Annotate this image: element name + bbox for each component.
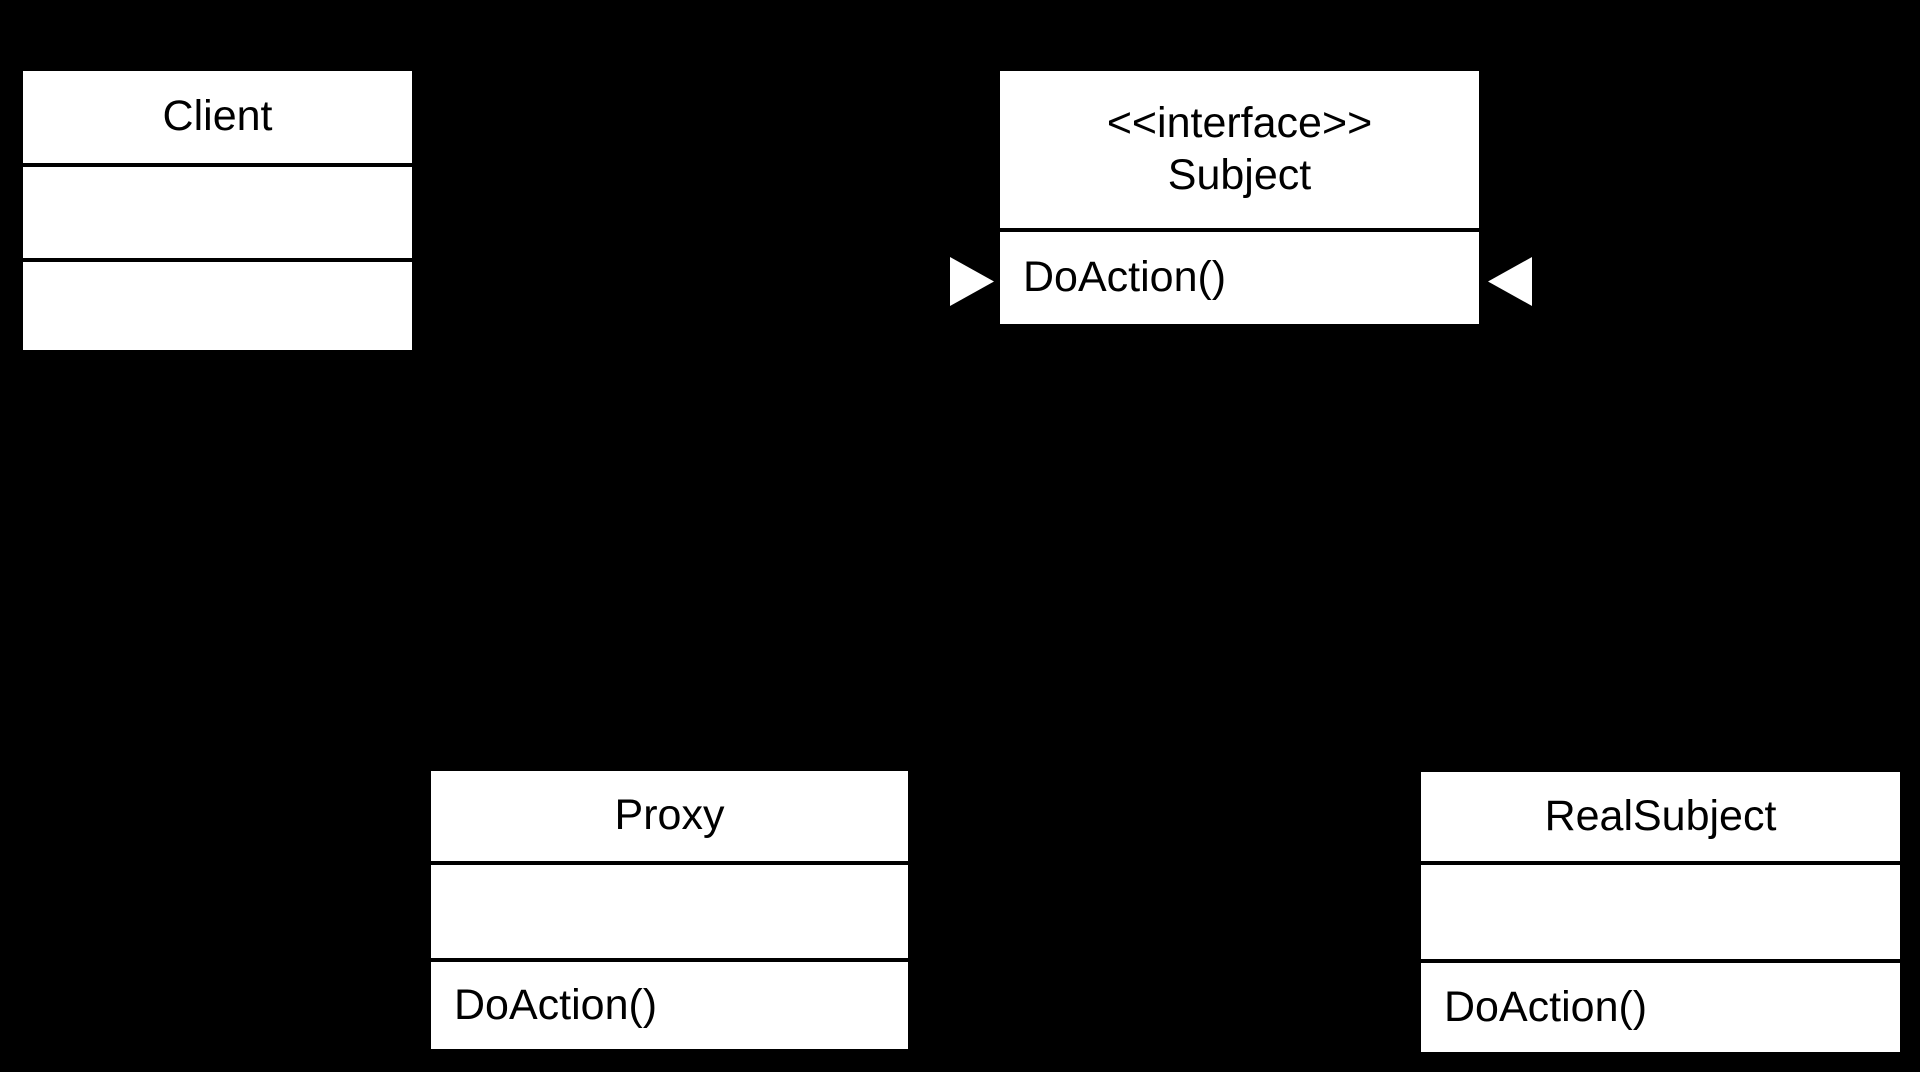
triangle-left-arrowhead-icon bbox=[1488, 257, 1532, 306]
class-name-subject: Subject bbox=[1167, 150, 1312, 199]
client-methods-compartment bbox=[23, 258, 412, 350]
proxy-methods-compartment: DoAction() bbox=[431, 958, 908, 1049]
triangle-left-shape bbox=[1488, 257, 1532, 306]
class-name-proxy: Proxy bbox=[614, 791, 725, 840]
class-box-realsubject: RealSubject DoAction() bbox=[1421, 772, 1900, 1052]
realsubject-method-doaction: DoAction() bbox=[1444, 982, 1648, 1031]
class-name-client: Client bbox=[162, 92, 273, 141]
realsubject-title-compartment: RealSubject bbox=[1421, 772, 1900, 861]
client-attributes-compartment bbox=[23, 163, 412, 258]
class-box-proxy: Proxy DoAction() bbox=[431, 771, 908, 1049]
triangle-right-shape bbox=[950, 257, 994, 306]
class-box-subject: <<interface>> Subject DoAction() bbox=[1000, 71, 1479, 324]
realsubject-attributes-compartment bbox=[1421, 861, 1900, 959]
subject-methods-compartment: DoAction() bbox=[1000, 228, 1479, 324]
realsubject-methods-compartment: DoAction() bbox=[1421, 959, 1900, 1052]
proxy-method-doaction: DoAction() bbox=[454, 980, 658, 1029]
class-box-client: Client bbox=[23, 71, 412, 350]
subject-method-doaction: DoAction() bbox=[1023, 253, 1227, 302]
proxy-attributes-compartment bbox=[431, 861, 908, 958]
class-name-realsubject: RealSubject bbox=[1544, 791, 1777, 840]
stereotype-interface: <<interface>> bbox=[1106, 98, 1373, 147]
subject-title-compartment: <<interface>> Subject bbox=[1000, 71, 1479, 228]
client-title-compartment: Client bbox=[23, 71, 412, 163]
proxy-title-compartment: Proxy bbox=[431, 771, 908, 861]
triangle-right-arrowhead-icon bbox=[950, 257, 994, 306]
